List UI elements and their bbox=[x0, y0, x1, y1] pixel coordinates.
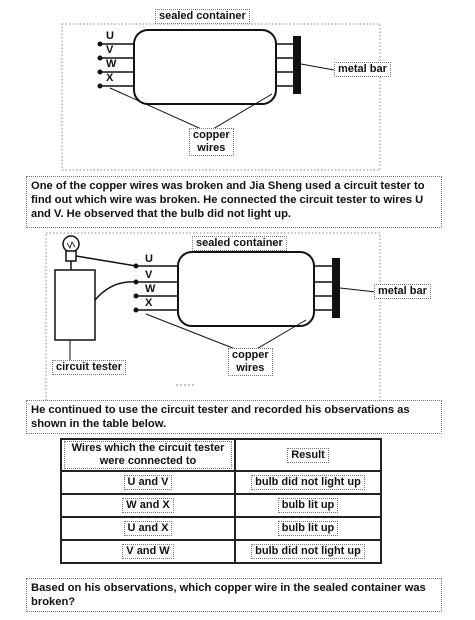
copper-wires-label: copper wires bbox=[189, 128, 234, 156]
table-row: U and X bulb lit up bbox=[60, 516, 382, 541]
wire-label-u-2: U bbox=[145, 253, 153, 265]
circuit-tester-label: circuit tester bbox=[52, 360, 127, 375]
table-row: U and V bulb did not light up bbox=[60, 470, 382, 495]
copper-label-2-line2: wires bbox=[236, 362, 265, 374]
table-cell-wires: U and X bbox=[60, 516, 236, 541]
table-cell-result: bulb did not light up bbox=[234, 470, 382, 495]
paragraph-1: One of the copper wires was broken and J… bbox=[26, 176, 442, 228]
header-result: Result bbox=[234, 438, 382, 472]
table-cell-wires: U and V bbox=[60, 470, 236, 495]
wire-stubs-right-2 bbox=[314, 265, 332, 311]
header-wires: Wires which the circuit tester were conn… bbox=[60, 438, 236, 472]
metal-bar bbox=[293, 36, 301, 94]
observation-table: Wires which the circuit tester were conn… bbox=[60, 438, 382, 564]
wire-stubs-right bbox=[276, 43, 293, 87]
wire-label-x-2: X bbox=[145, 297, 153, 309]
wire-stubs-left-2 bbox=[138, 265, 178, 311]
wire-label-u: U bbox=[106, 30, 114, 42]
question-text: Based on his observations, which copper … bbox=[26, 578, 442, 612]
table-cell-result: bulb lit up bbox=[234, 493, 382, 518]
copper-wires-label-2: copper wires bbox=[228, 348, 273, 376]
wire-terminals-2 bbox=[133, 263, 139, 313]
metal-bar-pointer bbox=[300, 63, 335, 71]
bulb-filament bbox=[66, 241, 76, 249]
metal-bar-label: metal bar bbox=[334, 62, 391, 77]
wire-label-v-2: V bbox=[145, 269, 153, 281]
copper-pointer-right bbox=[207, 93, 273, 133]
sealed-container-box-2 bbox=[177, 251, 315, 327]
copper-pointer-left-2 bbox=[145, 313, 249, 355]
wire-label-w-2: W bbox=[145, 283, 156, 295]
copper-pointer-left bbox=[109, 87, 209, 133]
sealed-container-label-2: sealed container bbox=[192, 236, 287, 251]
sealed-container-label: sealed container bbox=[155, 9, 250, 24]
table-cell-result: bulb did not light up bbox=[234, 539, 382, 564]
table-row: V and W bulb did not light up bbox=[60, 539, 382, 564]
circuit-tester-body bbox=[54, 269, 96, 341]
metal-bar-label-2: metal bar bbox=[374, 284, 431, 299]
copper-label-2-line1: copper bbox=[232, 349, 269, 361]
wire-label-x: X bbox=[106, 72, 114, 84]
bulb-base bbox=[65, 250, 77, 262]
copper-label-line1: copper bbox=[193, 129, 230, 141]
table-cell-result: bulb lit up bbox=[234, 516, 382, 541]
metal-bar-2 bbox=[332, 258, 340, 318]
table-cell-wires: W and X bbox=[60, 493, 236, 518]
figure-1-frame bbox=[61, 23, 381, 171]
tester-lead-2 bbox=[94, 281, 137, 301]
wire-label-v: V bbox=[106, 44, 114, 56]
metal-bar-pointer-2 bbox=[339, 287, 377, 293]
wire-stubs-left bbox=[100, 43, 134, 87]
table-header-row: Wires which the circuit tester were conn… bbox=[60, 438, 382, 472]
tester-lead-1 bbox=[75, 255, 137, 267]
copper-label-line2: wires bbox=[197, 142, 226, 154]
paragraph-2: He continued to use the circuit tester a… bbox=[26, 400, 442, 434]
wire-terminals bbox=[97, 41, 103, 89]
table-cell-wires: V and W bbox=[60, 539, 236, 564]
table-row: W and X bulb lit up bbox=[60, 493, 382, 518]
sealed-container-box bbox=[133, 29, 277, 105]
wire-label-w: W bbox=[106, 58, 117, 70]
